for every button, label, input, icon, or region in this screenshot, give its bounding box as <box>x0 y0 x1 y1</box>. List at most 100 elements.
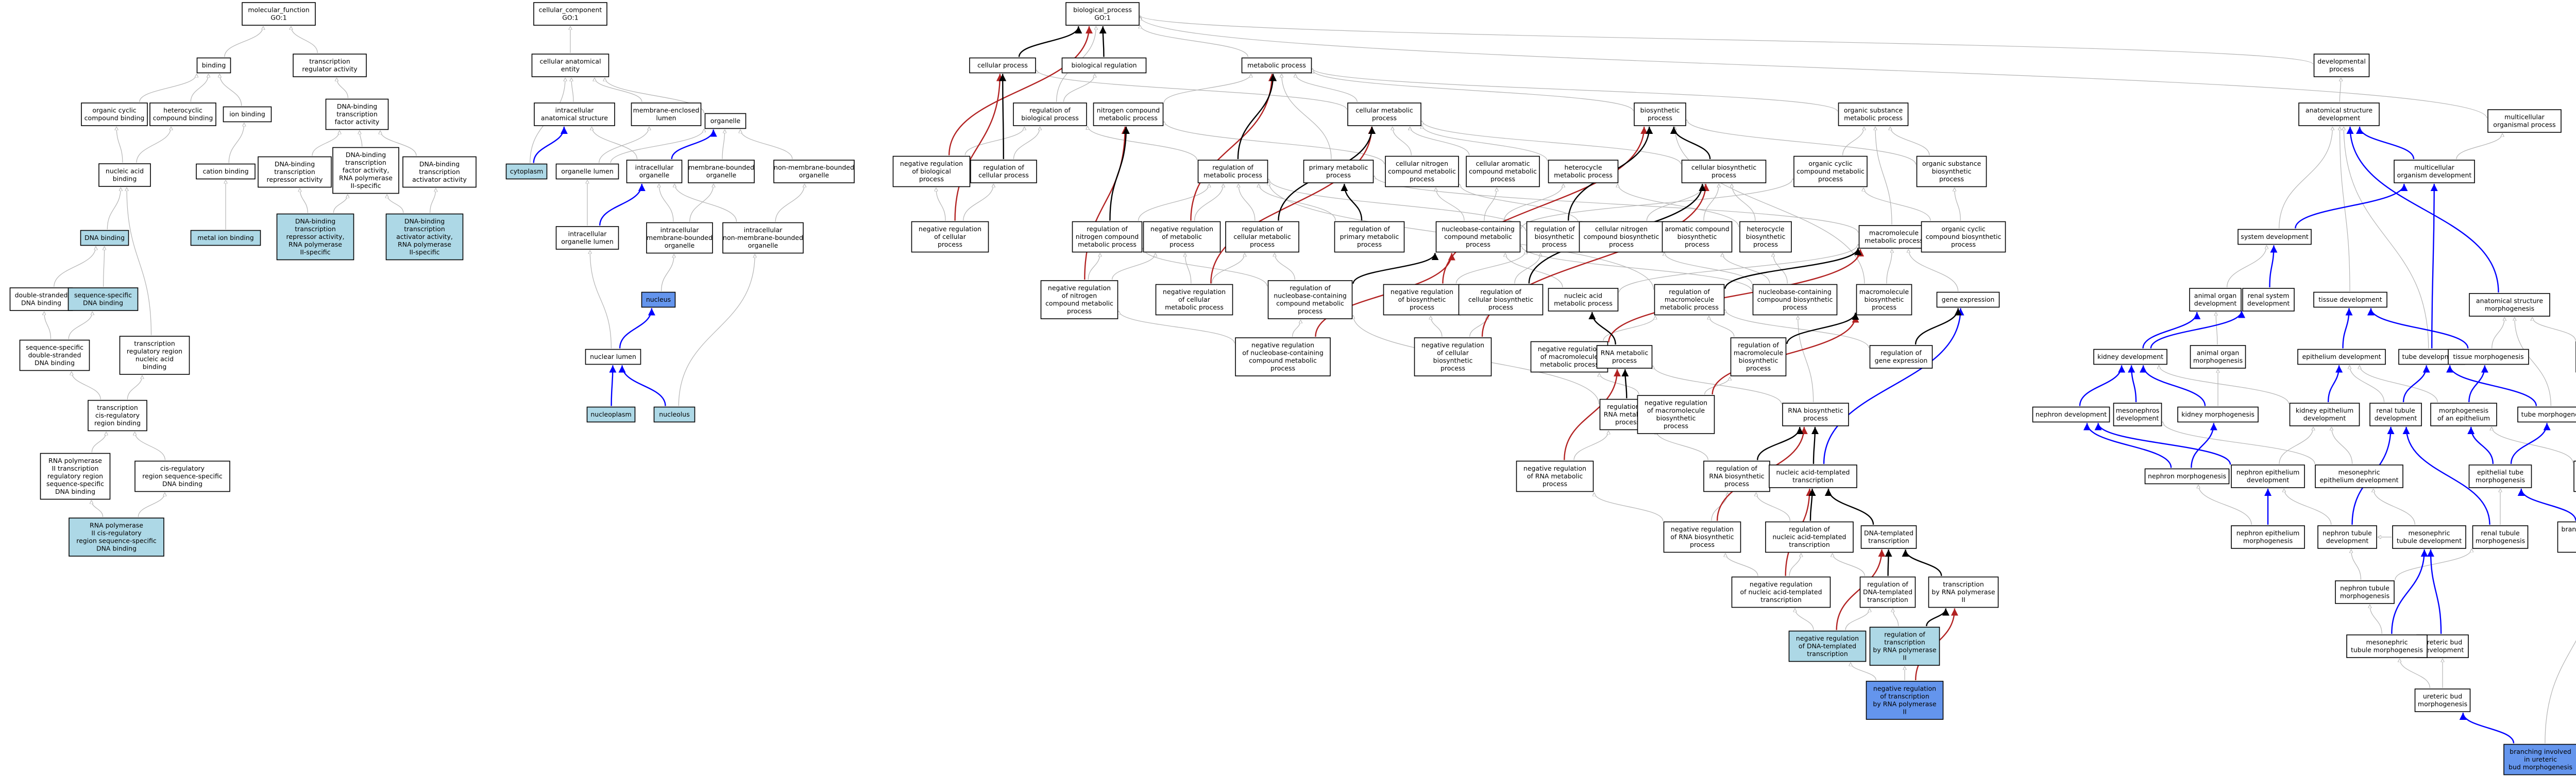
go-term-label-line: process <box>1250 240 1275 248</box>
go-term-box <box>1838 102 1909 126</box>
relation-edge <box>2356 126 2415 160</box>
relation-edge <box>674 183 737 222</box>
relation-edge <box>224 26 263 57</box>
relation-edge <box>1908 249 1959 291</box>
go-term-label-line: transcription <box>1867 596 1908 603</box>
relation-edge <box>1455 250 1526 284</box>
relation-edge <box>2427 549 2442 634</box>
go-term-label-line: organic cyclic <box>1808 160 1852 167</box>
go-term-label-line: development <box>2318 114 2361 122</box>
relation-edge <box>1112 253 1156 280</box>
go-term-label-line: development <box>2116 415 2159 422</box>
go-term-label-line: process <box>1466 240 1490 248</box>
go-term-label-line: compound biosynthetic <box>1584 233 1659 240</box>
relation-edge <box>964 126 1024 156</box>
relation-edge <box>1442 126 1648 284</box>
go-term-label-line: metabolic process <box>1540 360 1599 368</box>
go-term-label-line: regulation of <box>1290 284 1331 292</box>
go-term-label-line: nucleic acid-templated <box>1776 469 1850 476</box>
go-term-box <box>1347 102 1421 126</box>
go-term-label-line: process <box>1372 114 1397 122</box>
go-term-label-line: primary metabolic <box>1340 233 1399 240</box>
go-term-label-line: process <box>1803 415 1828 422</box>
go-term-label-line: of DNA-templated <box>1799 642 1856 650</box>
go-term-label-line: process <box>1609 240 1634 248</box>
relation-edge <box>1436 188 1465 221</box>
relation-edge <box>1588 312 1616 345</box>
go-term-label-line: of cellular <box>1437 349 1469 357</box>
go-term-box <box>2394 160 2475 183</box>
relation-edge <box>92 500 104 518</box>
relation-edge <box>2159 365 2290 404</box>
go-term-label-line: regulator activity <box>302 65 358 73</box>
go-term-label-line: transcription <box>1792 476 1834 484</box>
go-term-label-line: regulation of <box>1669 288 1710 296</box>
go-term-label-line: biosynthetic <box>1677 233 1717 240</box>
relation-edge <box>1520 178 1793 229</box>
relation-edge <box>2510 423 2551 464</box>
go-term-label-line: non-membrane-bounded <box>723 234 803 242</box>
relation-edge <box>2142 312 2201 349</box>
go-term-label-line: morphogenesis <box>2418 700 2467 708</box>
go-term-label-line: tubule development <box>2397 537 2462 545</box>
edge-layer <box>44 15 2576 744</box>
go-term-label-line: nuclear lumen <box>590 353 636 360</box>
go-term-box <box>2313 291 2387 308</box>
relation-edge <box>1893 609 1899 627</box>
go-term-box <box>653 406 696 423</box>
go-term-label: binding <box>202 61 226 69</box>
go-term-label-line: DNA-binding <box>404 217 445 225</box>
go-term-box <box>533 2 607 26</box>
relation-edge <box>1484 188 1497 221</box>
go-term-label-line: II cis-regulatory <box>91 529 142 537</box>
relation-edge <box>954 74 1004 221</box>
relation-edge <box>1824 488 1874 525</box>
go-term-box <box>1197 160 1268 183</box>
go-term-label-line: cis-regulatory <box>160 464 205 472</box>
relation-edge <box>1352 252 1439 284</box>
go-term-node: cation binding <box>196 163 256 180</box>
go-term-label-line: transcription <box>274 168 315 176</box>
go-term-label-line: biosynthetic <box>1932 167 1972 175</box>
go-term-label-line: DNA binding <box>162 480 202 488</box>
go-term-box <box>19 339 90 371</box>
relation-edge <box>2467 426 2494 464</box>
relation-edge <box>1088 126 1198 161</box>
go-term-label: ion binding <box>229 110 265 118</box>
go-term-label-line: gene expression <box>1942 296 1995 303</box>
relation-edge <box>2340 127 2350 291</box>
go-term-label-line: metabolic process <box>1247 61 1306 69</box>
go-term-label-line: morphogenesis <box>2243 537 2293 545</box>
go-term-box <box>1765 521 1854 553</box>
go-term-box <box>1739 221 1792 253</box>
relation-edge <box>190 74 208 102</box>
go-term-box <box>1928 576 1999 608</box>
go-term-label-line: DNA-binding <box>275 160 315 168</box>
go-term-label-line: macromolecule <box>1665 296 1714 303</box>
